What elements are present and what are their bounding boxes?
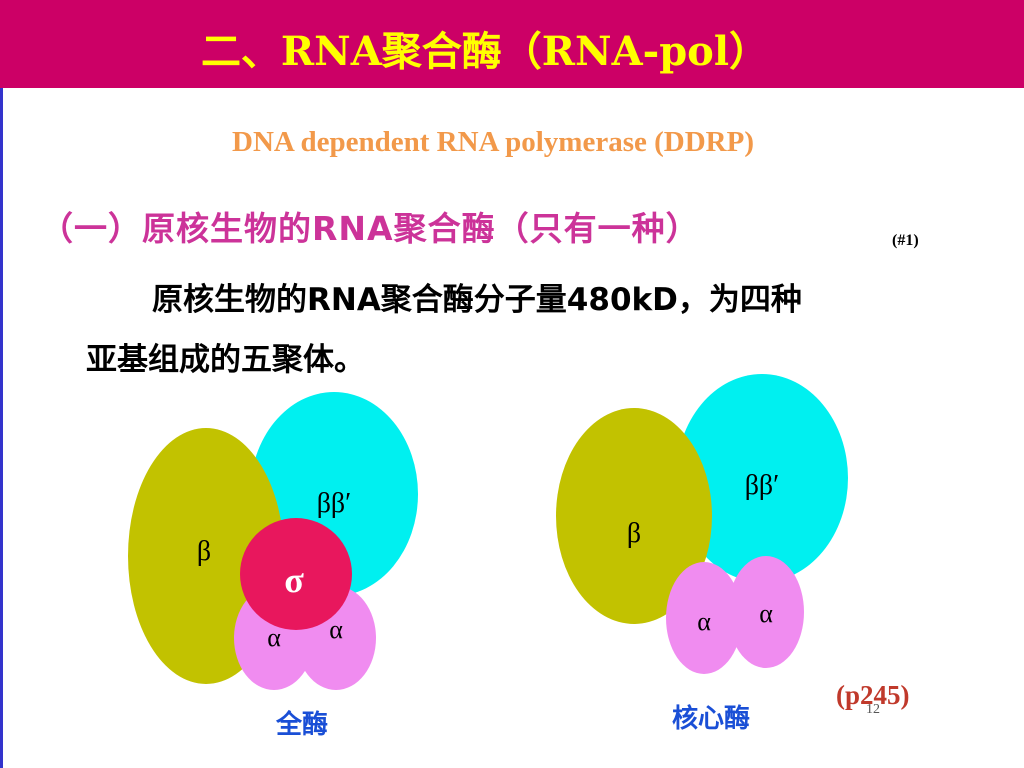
holo-beta-label: β xyxy=(197,536,211,567)
page-reference: (p245) xyxy=(836,680,910,710)
core-alpha-label-2: α xyxy=(759,599,773,628)
core-beta-label: β xyxy=(627,518,641,549)
holo-alpha-label-1: α xyxy=(267,623,281,652)
subtitle: DNA dependent RNA polymerase (DDRP) xyxy=(232,126,754,158)
heading-reference: (#1) xyxy=(892,232,919,249)
holo-sigma-subunit xyxy=(240,518,352,630)
core-beta-subunit xyxy=(556,408,712,624)
title-bar: 二、RNA聚合酶（RNA-pol） xyxy=(0,0,1024,88)
core-beta-prime-subunit xyxy=(676,374,848,582)
core-enzyme-diagram: β ββ′ α α xyxy=(556,374,848,674)
slide-number: 12 xyxy=(866,702,880,717)
core-alpha-label-1: α xyxy=(697,607,711,636)
holo-sigma-label: σ xyxy=(284,560,304,600)
body-line-2: 亚基组成的五聚体。 xyxy=(86,342,365,378)
holoenzyme-caption: 全酶 xyxy=(276,710,329,740)
core-alpha-subunit-2 xyxy=(728,556,804,668)
core-beta-prime-label: ββ′ xyxy=(745,470,780,501)
slide-title: 二、RNA聚合酶（RNA-pol） xyxy=(200,28,770,75)
holo-alpha-label-2: α xyxy=(329,615,343,644)
core-enzyme-caption: 核心酶 xyxy=(672,704,751,734)
holoenzyme-diagram: β ββ′ σ α α xyxy=(128,392,418,690)
holo-beta-prime-label: ββ′ xyxy=(317,488,352,519)
left-rule xyxy=(0,88,3,768)
section-heading: （一）原核生物的RNA聚合酶（只有一种） xyxy=(40,209,700,248)
core-alpha-subunit-1 xyxy=(666,562,742,674)
body-line-1: 原核生物的RNA聚合酶分子量480kD，为四种 xyxy=(152,282,802,318)
